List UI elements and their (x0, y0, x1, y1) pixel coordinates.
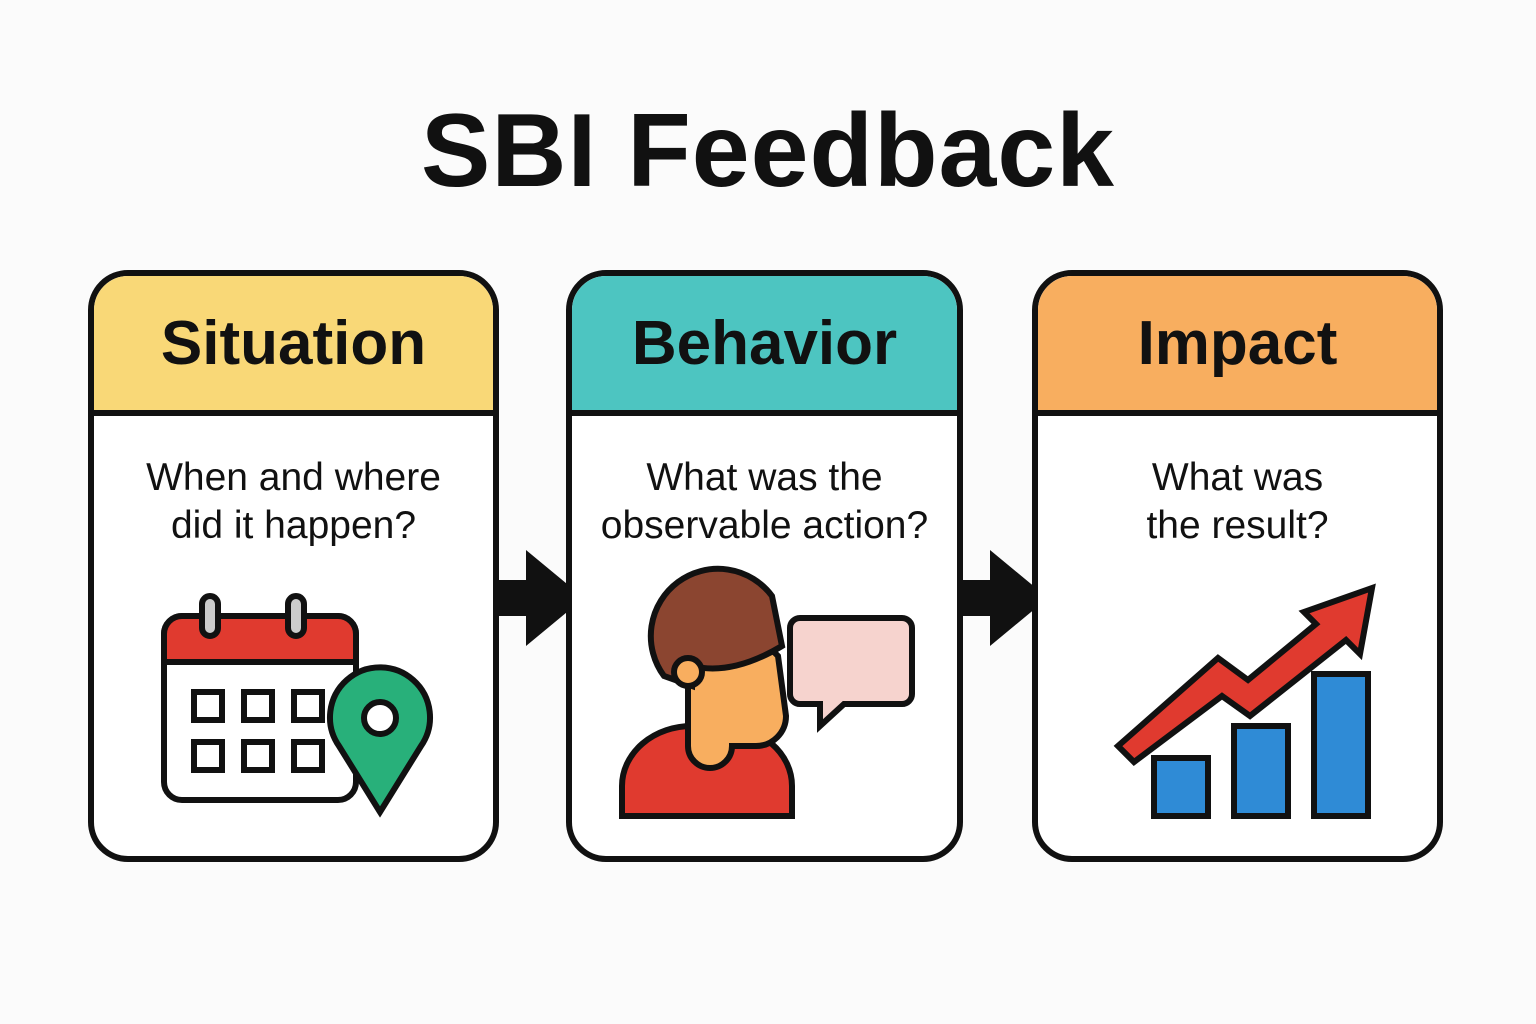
behavior-heading: Behavior (572, 276, 957, 416)
impact-heading: Impact (1038, 276, 1437, 416)
behavior-question: What was the observable action? (600, 456, 929, 547)
calendar-location-icon (161, 593, 433, 818)
arrow-right-icon (496, 550, 584, 646)
impact-card: Impact What was the result? (1032, 270, 1443, 862)
behavior-card: Behavior What was the observable action? (566, 270, 963, 862)
arrow-right-icon (960, 550, 1048, 646)
growth-chart-icon (1113, 583, 1376, 819)
person-speech-icon (619, 565, 915, 819)
situation-heading: Situation (94, 276, 493, 416)
situation-card: Situation When and where did it happen? (88, 270, 499, 862)
situation-question: When and where did it happen? (146, 456, 441, 547)
page-title: SBI Feedback (420, 93, 1116, 209)
impact-question: What was the result? (1146, 456, 1329, 547)
